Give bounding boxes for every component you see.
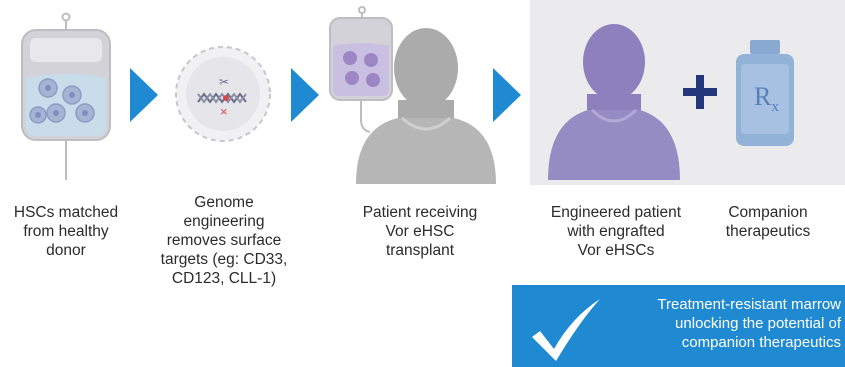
label-line: removes surface: [166, 232, 282, 249]
label-line: CD123, CLL-1): [171, 270, 277, 287]
label-line: Vor eHSCs: [577, 242, 655, 259]
step-2-label: Genome engineering removes surface targe…: [158, 193, 290, 288]
label-line: transplant: [385, 242, 455, 259]
label-line: from healthy: [23, 223, 109, 240]
label-line: Companion: [728, 204, 808, 221]
banner-line: unlocking the potential of: [675, 315, 841, 332]
genome-editing-icon: ✂ ×: [175, 46, 271, 142]
flow-arrow-1: [130, 68, 158, 122]
step-1-label: HSCs matched from healthy donor: [0, 203, 132, 260]
outcome-banner: Treatment-resistant marrow unlocking the…: [512, 285, 845, 367]
hsc-cells: [29, 78, 95, 124]
label-line: Engineered patient: [550, 204, 682, 221]
flow-arrow-3: [493, 68, 521, 122]
rx-subscript: x: [771, 99, 779, 115]
checkmark-icon: [532, 299, 600, 361]
step-3-label: Patient receiving Vor eHSC transplant: [340, 203, 500, 260]
banner-text: Treatment-resistant marrow unlocking the…: [657, 295, 841, 352]
svg-text:✂: ✂: [219, 75, 229, 89]
rx-label: Rx: [754, 82, 779, 116]
flow-arrow-2: [291, 68, 319, 122]
patient-iv-icon: [329, 6, 496, 184]
label-line: Genome: [194, 194, 254, 211]
banner-line: Treatment-resistant marrow: [657, 296, 841, 313]
label-line: engineering: [183, 213, 265, 230]
label-line: targets (eg: CD33,: [160, 251, 288, 268]
label-line: HSCs matched: [13, 204, 119, 221]
label-line: therapeutics: [725, 223, 811, 240]
step-5-label: Companion therapeutics: [706, 203, 830, 241]
label-line: Vor eHSC: [385, 223, 455, 240]
engineered-patient-icon: [548, 24, 680, 180]
rx-bottle-icon: [736, 40, 794, 146]
label-line: with engrafted: [567, 223, 665, 240]
step-4-label: Engineered patient with engrafted Vor eH…: [530, 203, 702, 260]
blood-bag-icon: [21, 12, 111, 180]
svg-text:×: ×: [220, 104, 228, 119]
label-line: donor: [46, 242, 86, 259]
label-line: Patient receiving: [362, 204, 478, 221]
banner-line: companion therapeutics: [681, 334, 841, 351]
plus-icon: [683, 75, 717, 109]
rx-letter: R: [754, 82, 772, 111]
